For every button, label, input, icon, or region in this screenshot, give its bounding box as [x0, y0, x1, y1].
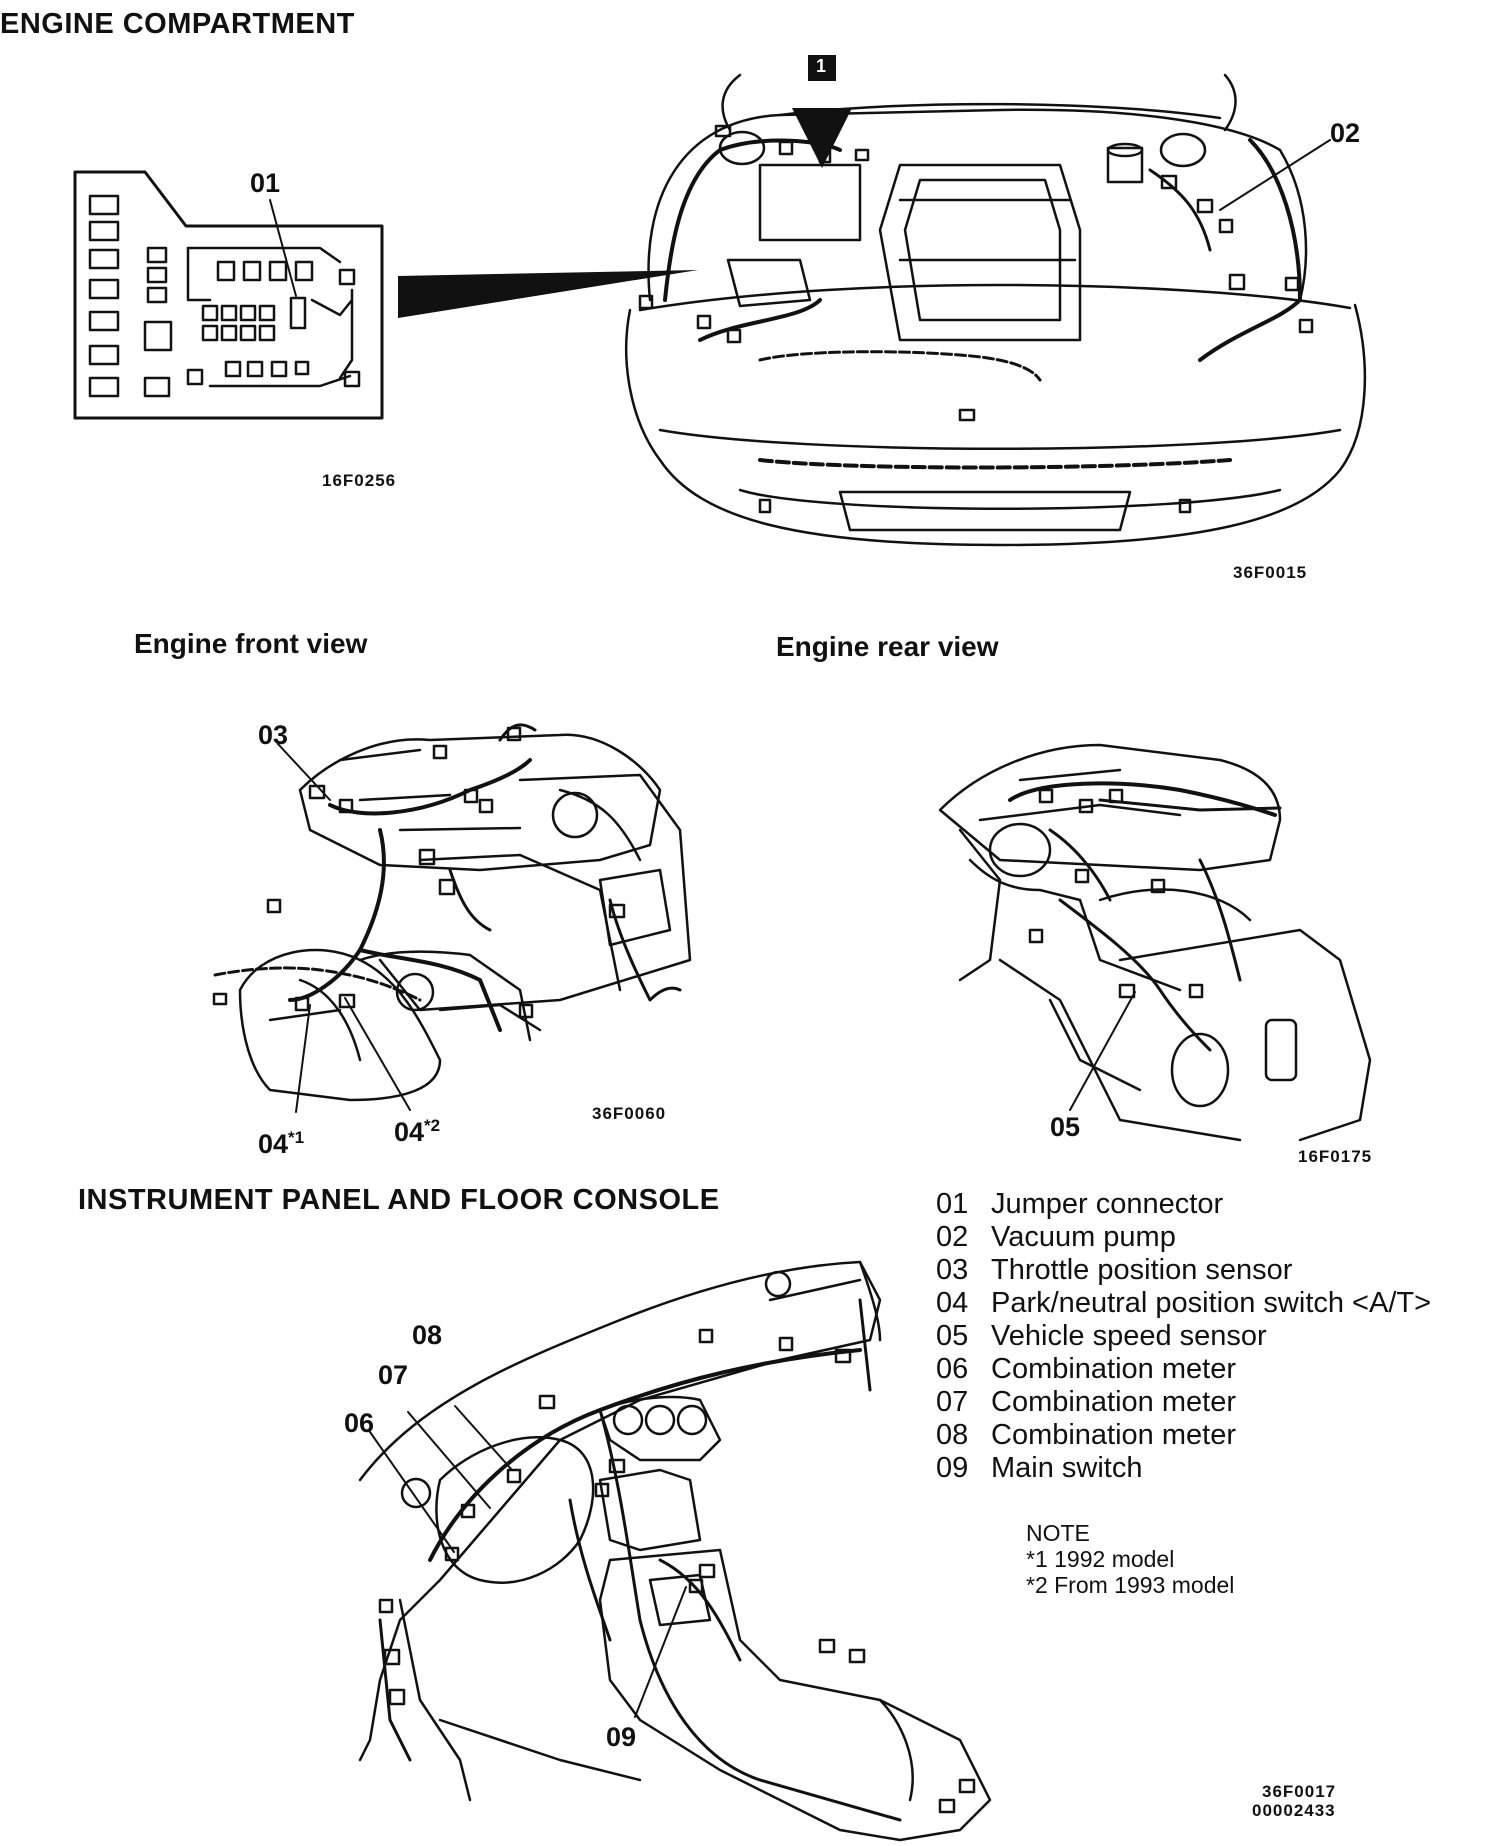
- heading-engine-front-view: Engine front view: [134, 628, 368, 659]
- legend-item: 06 Combination meter: [936, 1353, 1431, 1386]
- callout-04-note-mark: *2: [424, 1116, 441, 1135]
- legend-item: 08 Combination meter: [936, 1419, 1431, 1452]
- callout-04-1993: 04*2: [394, 1116, 440, 1148]
- callout-03: 03: [258, 720, 289, 750]
- callout-06: 06: [344, 1408, 375, 1438]
- heading-engine-rear-view: Engine rear view: [776, 631, 999, 662]
- legend-number: 06: [936, 1353, 969, 1385]
- leader-04-2: [344, 997, 411, 1111]
- legend-item: 02 Vacuum pump: [936, 1221, 1431, 1254]
- zoom-wedge: [398, 270, 698, 318]
- figure-code-relay-box: 16F0256: [322, 471, 397, 490]
- legend-item: 04 Park/neutral position switch <A/T>: [936, 1287, 1431, 1320]
- note-line-1: *1 1992 model: [1026, 1546, 1175, 1572]
- leader-01: [269, 199, 297, 297]
- callout-05: 05: [1050, 1112, 1081, 1142]
- legend-label: Combination meter: [991, 1419, 1236, 1451]
- legend-label: Park/neutral position switch <A/T>: [991, 1287, 1432, 1319]
- callout-07: 07: [378, 1360, 409, 1390]
- callout-04-note-mark: *1: [288, 1128, 305, 1147]
- legend-number: 03: [936, 1254, 969, 1286]
- leader-05: [1069, 991, 1136, 1111]
- legend-label: Combination meter: [991, 1353, 1236, 1385]
- legend-number: 05: [936, 1320, 969, 1352]
- legend-number: 02: [936, 1221, 969, 1253]
- note-block: NOTE *1 1992 model *2 From 1993 model: [1026, 1520, 1234, 1598]
- callout-01: 01: [250, 168, 281, 198]
- legend-number: 07: [936, 1386, 969, 1418]
- engine-front-view-drawing: [212, 723, 692, 1102]
- legend-item: 09 Main switch: [936, 1452, 1431, 1485]
- figure-code-instrument-panel: 36F0017: [1262, 1782, 1337, 1801]
- callout-02: 02: [1330, 118, 1361, 148]
- leader-02: [1219, 139, 1331, 211]
- legend-number: 01: [936, 1188, 969, 1220]
- figure-code-engine-front: 36F0060: [592, 1104, 667, 1123]
- callout-04-number: 04: [258, 1129, 289, 1159]
- legend-label: Main switch: [991, 1452, 1143, 1484]
- view-marker-label: 1: [816, 56, 828, 76]
- legend-number: 09: [936, 1452, 969, 1484]
- note-line-2: *2 From 1993 model: [1026, 1572, 1235, 1598]
- legend-label: Vehicle speed sensor: [991, 1320, 1267, 1352]
- legend-label: Combination meter: [991, 1386, 1236, 1418]
- leader-04-1: [295, 1004, 311, 1113]
- view-arrow: [792, 108, 852, 168]
- leader-06: [369, 1431, 455, 1553]
- view-marker-box: [808, 55, 836, 81]
- legend-number: 04: [936, 1287, 969, 1319]
- engine-rear-view-drawing: [938, 743, 1372, 1142]
- callout-04-number: 04: [394, 1117, 425, 1147]
- relay-box-drawing: [73, 170, 384, 420]
- heading-instrument-panel: INSTRUMENT PANEL AND FLOOR CONSOLE: [78, 1184, 720, 1216]
- instrument-panel-drawing: [358, 1260, 992, 1842]
- legend-item: 01 Jumper connector: [936, 1188, 1431, 1221]
- heading-engine-compartment: ENGINE COMPARTMENT: [0, 8, 355, 40]
- leader-03: [277, 743, 331, 801]
- document-code: 00002433: [1252, 1801, 1336, 1820]
- leader-09: [634, 1586, 687, 1718]
- legend-number: 08: [936, 1419, 969, 1451]
- legend-label: Throttle position sensor: [991, 1254, 1293, 1286]
- legend-label: Jumper connector: [991, 1188, 1224, 1220]
- legend-item: 07 Combination meter: [936, 1386, 1431, 1419]
- legend: 01 Jumper connector 02 Vacuum pump 03 Throt…: [936, 1188, 1431, 1485]
- callout-08: 08: [412, 1320, 443, 1350]
- legend-item: 05 Vehicle speed sensor: [936, 1320, 1431, 1353]
- figure-code-engine-bay: 36F0015: [1233, 563, 1308, 582]
- note-title: NOTE: [1026, 1520, 1090, 1546]
- legend-label: Vacuum pump: [991, 1221, 1176, 1253]
- callout-04-1992: 04*1: [258, 1128, 304, 1160]
- engine-bay-drawing: [625, 73, 1367, 547]
- legend-item: 03 Throttle position sensor: [936, 1254, 1431, 1287]
- callout-09: 09: [606, 1722, 637, 1752]
- figure-code-engine-rear: 16F0175: [1298, 1147, 1373, 1166]
- leader-07: [407, 1411, 491, 1509]
- leader-08: [454, 1405, 513, 1471]
